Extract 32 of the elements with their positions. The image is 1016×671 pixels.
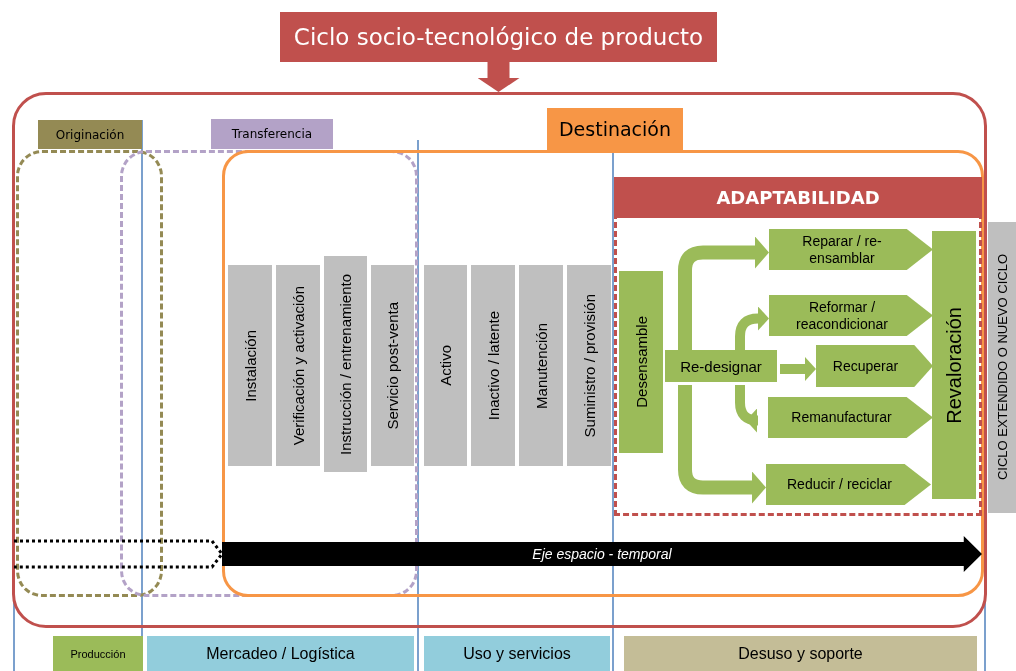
arrow <box>477 62 520 92</box>
stage-bar: Manutención <box>519 265 563 466</box>
process-box: Re-designar <box>665 350 777 382</box>
title-box: Ciclo socio-tecnológico de producto <box>280 12 717 62</box>
process-bar: Revaloración <box>932 231 976 499</box>
side-bar: CICLO EXTENDIDO O NUEVO CICLO <box>988 222 1016 513</box>
region-tab: Destinación <box>547 108 683 150</box>
phase-band: Uso y servicios <box>424 636 610 671</box>
chevron-box: Reformar / reacondicionar <box>769 295 933 336</box>
arrow <box>678 236 769 353</box>
stage-bar: Instalación <box>228 265 272 466</box>
chevron-box: Reparar / re-ensamblar <box>769 229 933 270</box>
arrow <box>678 385 766 504</box>
chevron-box: Recuperar <box>816 345 933 387</box>
chevron-box: Remanufacturar <box>768 397 933 438</box>
stage-bar: Servicio post-venta <box>371 265 414 466</box>
arrow <box>780 357 816 381</box>
chevron-box: Reducir / reciclar <box>766 464 931 505</box>
stage-bar: Verificación y activación <box>276 265 320 466</box>
phase-band: Desuso y soporte <box>624 636 977 671</box>
region-tab: Transferencia <box>211 119 333 149</box>
stage-bar: Instrucción / entrenamiento <box>324 256 367 472</box>
stage-bar: Inactivo / latente <box>471 265 515 466</box>
dashed-panel <box>614 177 982 516</box>
stage-bar: Activo <box>424 265 467 466</box>
phase-band: Producción <box>53 636 143 671</box>
arrow <box>735 306 769 353</box>
panel-header: ADAPTABILIDAD <box>614 177 982 218</box>
phase-band: Mercadeo / Logística <box>147 636 414 671</box>
stage-bar: Suministro / provisión <box>567 265 611 466</box>
region-tab: Originación <box>38 120 142 149</box>
process-bar: Desensamble <box>619 271 663 453</box>
